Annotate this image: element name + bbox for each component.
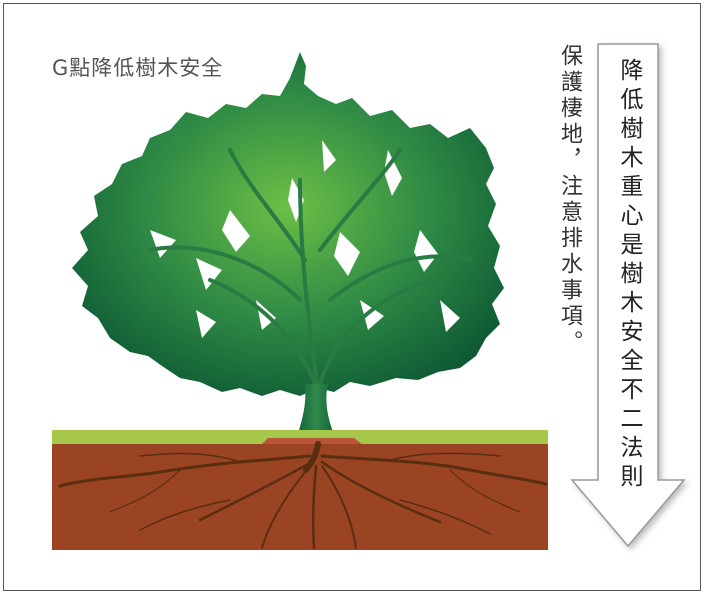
down-arrow (570, 43, 686, 548)
grass-strip (52, 430, 548, 444)
root-mound (262, 438, 362, 444)
figure-title: G點降低樹木安全 (52, 56, 224, 80)
soil-layer (52, 444, 548, 550)
side-note: 保護棲地，注意排水事項。 (557, 44, 582, 356)
tree-canopy (72, 52, 504, 396)
tree-roots (58, 441, 548, 550)
arrow-caption: 降低樹木重心是樹木安全不二法則 (616, 58, 642, 493)
tree-trunk (298, 384, 334, 434)
